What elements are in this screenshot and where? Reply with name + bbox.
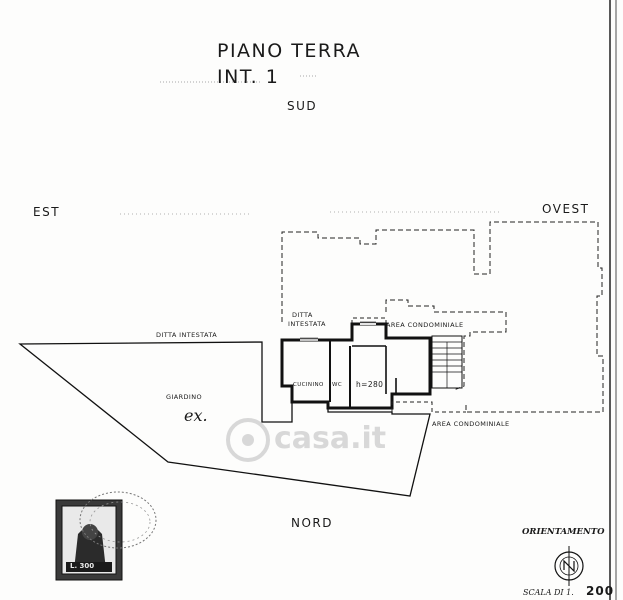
garden-outline xyxy=(18,341,431,497)
handwritten-signature: ex. xyxy=(184,406,208,425)
watermark-logo-dot xyxy=(242,434,254,446)
scale-value: 200 xyxy=(586,584,615,598)
revenue-stamp xyxy=(55,491,157,581)
label-ditta-intestata-left: DITTA INTESTATA xyxy=(156,331,218,339)
label-wc: WC xyxy=(332,382,343,388)
area-condominiale-outline xyxy=(385,299,507,391)
label-ditta-upper: DITTA xyxy=(292,311,313,319)
watermark-text: casa.it xyxy=(274,421,387,456)
staircase xyxy=(431,335,463,389)
orientamento-label: ORIENTAMENTO xyxy=(522,527,605,537)
label-giardino: GIARDINO xyxy=(166,393,203,401)
scale-prefix: SCALA DI 1. xyxy=(523,588,574,597)
plan-subtitle: INT. 1 xyxy=(217,66,280,88)
apartment-walls xyxy=(280,322,432,410)
neighbour-outline-upper xyxy=(351,317,387,326)
stamp-value: L. 300 xyxy=(70,562,95,570)
stamp-postmark xyxy=(79,491,157,549)
label-cucinino: CUCININO xyxy=(293,382,324,388)
label-area-condominiale-top: AREA CONDOMINIALE xyxy=(386,321,464,329)
stamp-postmark-inner xyxy=(89,501,151,543)
label-intestata-upper: INTESTATA xyxy=(288,320,326,328)
compass-symbol xyxy=(554,546,584,586)
label-area-condominiale-bottom: AREA CONDOMINIALE xyxy=(432,420,510,428)
watermark-logo xyxy=(226,418,270,462)
label-height: h=280 xyxy=(356,380,384,389)
building-outline-dashed xyxy=(281,221,604,413)
label-ovest: OVEST xyxy=(542,202,590,216)
label-nord: NORD xyxy=(291,516,333,530)
label-est: EST xyxy=(33,205,61,219)
lower-condominiale-outline xyxy=(391,401,466,413)
plan-title: PIANO TERRA xyxy=(217,40,362,62)
label-sud: SUD xyxy=(287,99,318,113)
